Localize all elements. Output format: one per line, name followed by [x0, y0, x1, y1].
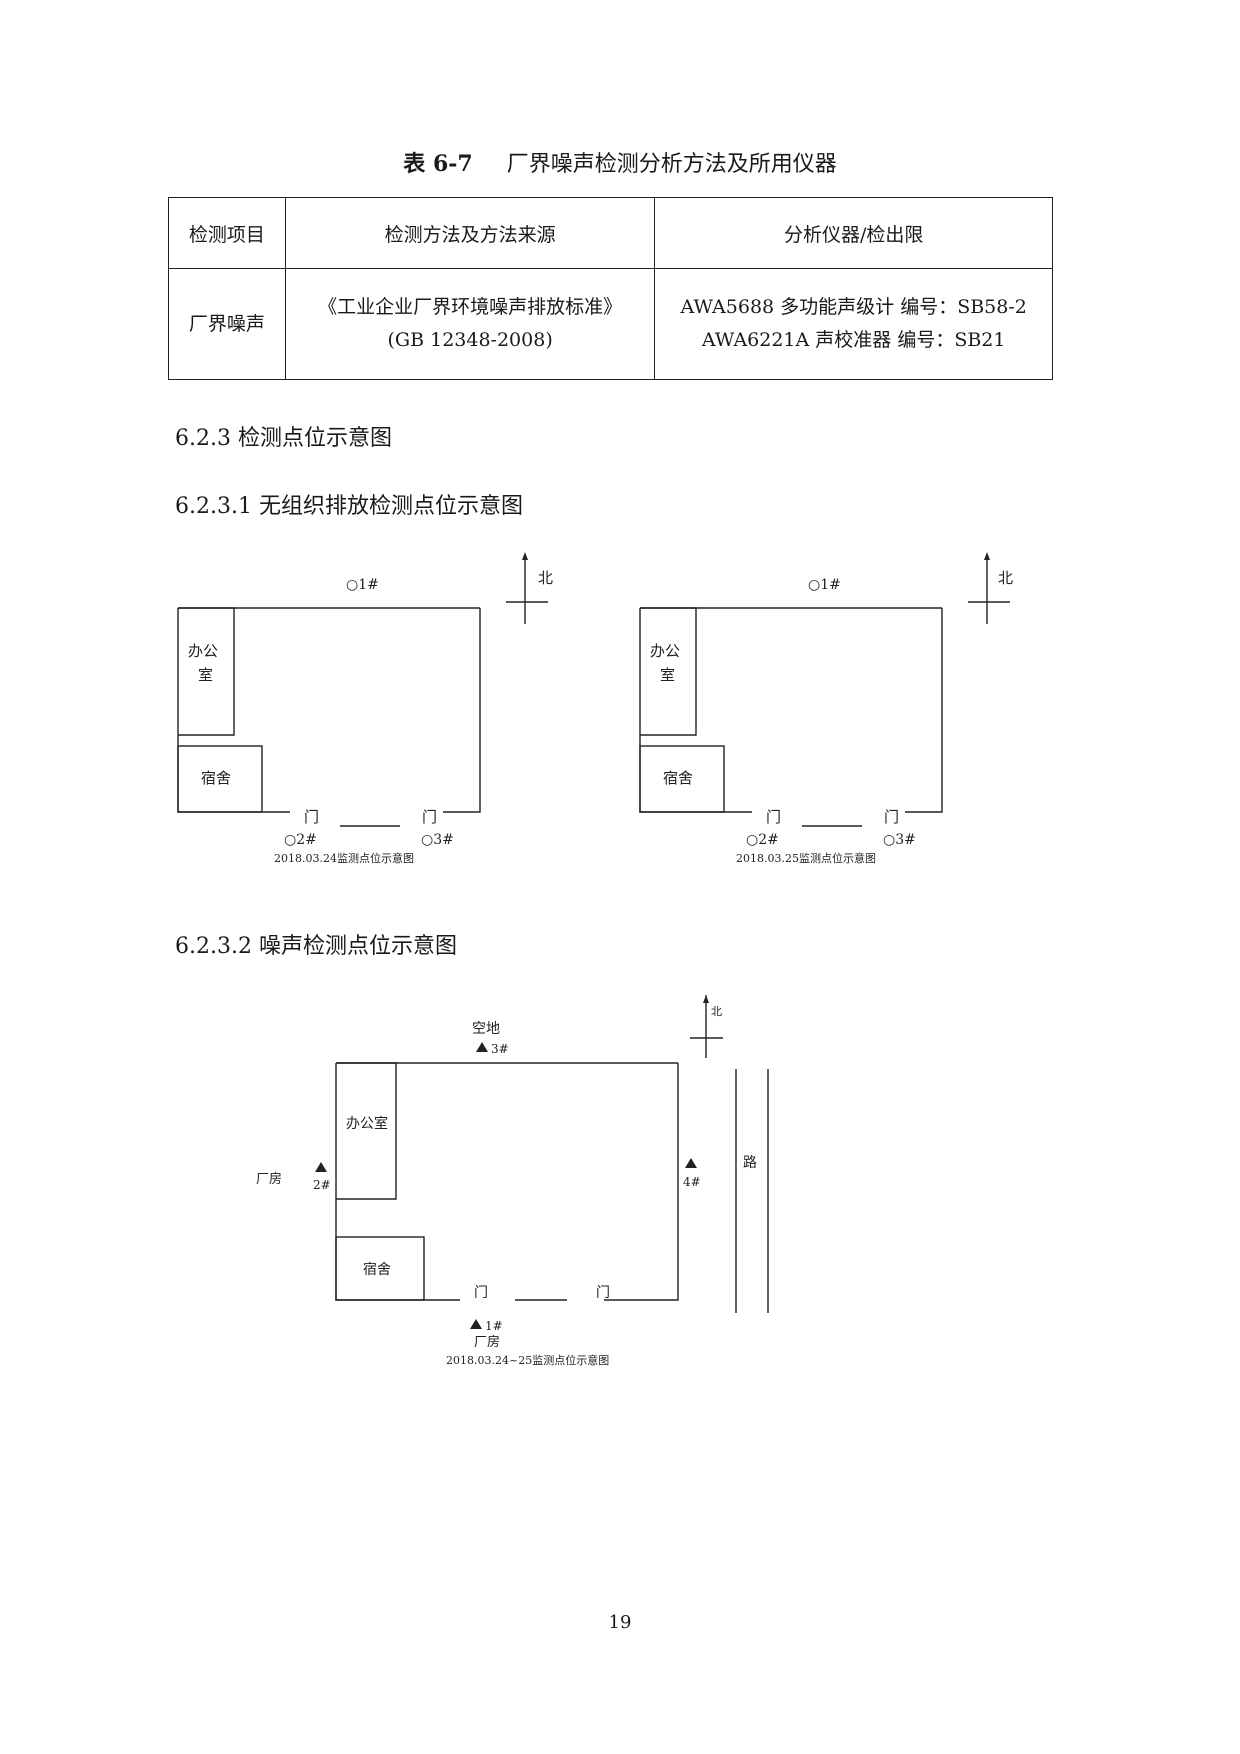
monitor-point-1: ○1#: [346, 577, 379, 593]
north-arrow-icon: [984, 552, 990, 560]
gate-label: 门: [474, 1285, 488, 1301]
table-header-cell: 检测方法及方法来源: [284, 197, 656, 269]
north-arrow-icon: [522, 552, 528, 560]
factory-label-west: 厂房: [256, 1171, 282, 1187]
dorm-label: 宿舍: [363, 1261, 391, 1278]
section-heading-6-2-3-2: 6.2.3.2 噪声检测点位示意图: [175, 934, 457, 959]
north-label: 北: [998, 569, 1013, 587]
north-arrow-icon: [703, 995, 709, 1003]
table-caption-number: 表 6-7: [403, 151, 473, 177]
north-label: 北: [711, 1005, 722, 1018]
gate-label: 门: [884, 808, 899, 826]
dorm-label: 宿舍: [663, 769, 693, 787]
diagram-caption: 2018.03.25监测点位示意图: [736, 851, 876, 865]
noise-point-marker-icon: [315, 1162, 327, 1172]
noise-point-4: 4#: [683, 1175, 701, 1189]
gate-label: 门: [766, 808, 781, 826]
north-label: 北: [538, 569, 553, 587]
factory-label-south: 厂房: [474, 1334, 500, 1350]
table-cell-item: 厂界噪声: [168, 268, 286, 380]
monitor-point-2: ○2#: [284, 832, 317, 848]
table-caption-title: 厂界噪声检测分析方法及所用仪器: [506, 152, 837, 177]
dorm-label: 宿舍: [201, 769, 231, 787]
table-cell-method: 《工业企业厂界环境噪声排放标准》 (GB 12348-2008): [284, 268, 656, 380]
office-label-line2: 室: [198, 666, 213, 684]
open-ground-label: 空地: [472, 1021, 500, 1037]
noise-point-3: 3#: [491, 1042, 509, 1056]
office-label-line1: 办公: [650, 642, 680, 660]
diagram-unorganized-0324: 北 ○1# 办公 室 宿舍 门 门 ○2# ○3# 2018.03.24监测点位…: [170, 550, 560, 874]
noise-point-marker-icon: [476, 1042, 488, 1052]
gate-label: 门: [596, 1285, 610, 1301]
noise-point-2: 2#: [313, 1178, 331, 1192]
table-header-cell: 分析仪器/检出限: [654, 197, 1053, 269]
diagram-unorganized-0325: 北 ○1# 办公 室 宿舍 门 门 ○2# ○3# 2018.03.25监测点位…: [632, 550, 1022, 874]
table-header-cell: 检测项目: [168, 197, 286, 269]
table-row: 厂界噪声 《工业企业厂界环境噪声排放标准》 (GB 12348-2008) AW…: [168, 268, 1053, 380]
monitor-point-3: ○3#: [421, 832, 454, 848]
method-standard-name: 《工业企业厂界环境噪声排放标准》: [318, 296, 623, 318]
table-cell-instrument: AWA5688 多功能声级计 编号：SB58-2 AWA6221A 声校准器 编…: [654, 268, 1053, 380]
noise-point-1: 1#: [485, 1319, 503, 1333]
diagram-caption: 2018.03.24~25监测点位示意图: [446, 1353, 609, 1367]
table-caption: 表 6-7 厂界噪声检测分析方法及所用仪器: [0, 146, 1240, 178]
noise-point-marker-icon: [685, 1158, 697, 1168]
table-header-row: 检测项目 检测方法及方法来源 分析仪器/检出限: [168, 197, 1053, 269]
method-standard-code: (GB 12348-2008): [387, 329, 553, 351]
gate-label: 门: [304, 808, 319, 826]
office-label: 办公室: [346, 1115, 388, 1132]
instrument-sound-level-meter: AWA5688 多功能声级计 编号：SB58-2: [680, 296, 1027, 318]
office-label-line1: 办公: [188, 642, 218, 660]
section-heading-6-2-3: 6.2.3 检测点位示意图: [175, 426, 392, 451]
monitor-point-3: ○3#: [883, 832, 916, 848]
instrument-calibrator: AWA6221A 声校准器 编号：SB21: [701, 329, 1006, 351]
gate-label: 门: [422, 808, 437, 826]
office-label-line2: 室: [660, 666, 675, 684]
monitor-point-1: ○1#: [808, 577, 841, 593]
section-heading-6-2-3-1: 6.2.3.1 无组织排放检测点位示意图: [175, 494, 523, 519]
diagram-noise-points: 北 空地 3# 办公室 宿舍 厂房 2# 4# 路 门 门 1# 厂房 2018…: [240, 995, 800, 1379]
methods-table: 检测项目 检测方法及方法来源 分析仪器/检出限 厂界噪声 《工业企业厂界环境噪声…: [168, 197, 1053, 380]
noise-point-marker-icon: [470, 1319, 482, 1329]
monitor-point-2: ○2#: [746, 832, 779, 848]
diagram-caption: 2018.03.24监测点位示意图: [274, 851, 414, 865]
road-label: 路: [743, 1155, 757, 1171]
page-number: 19: [608, 1612, 632, 1633]
